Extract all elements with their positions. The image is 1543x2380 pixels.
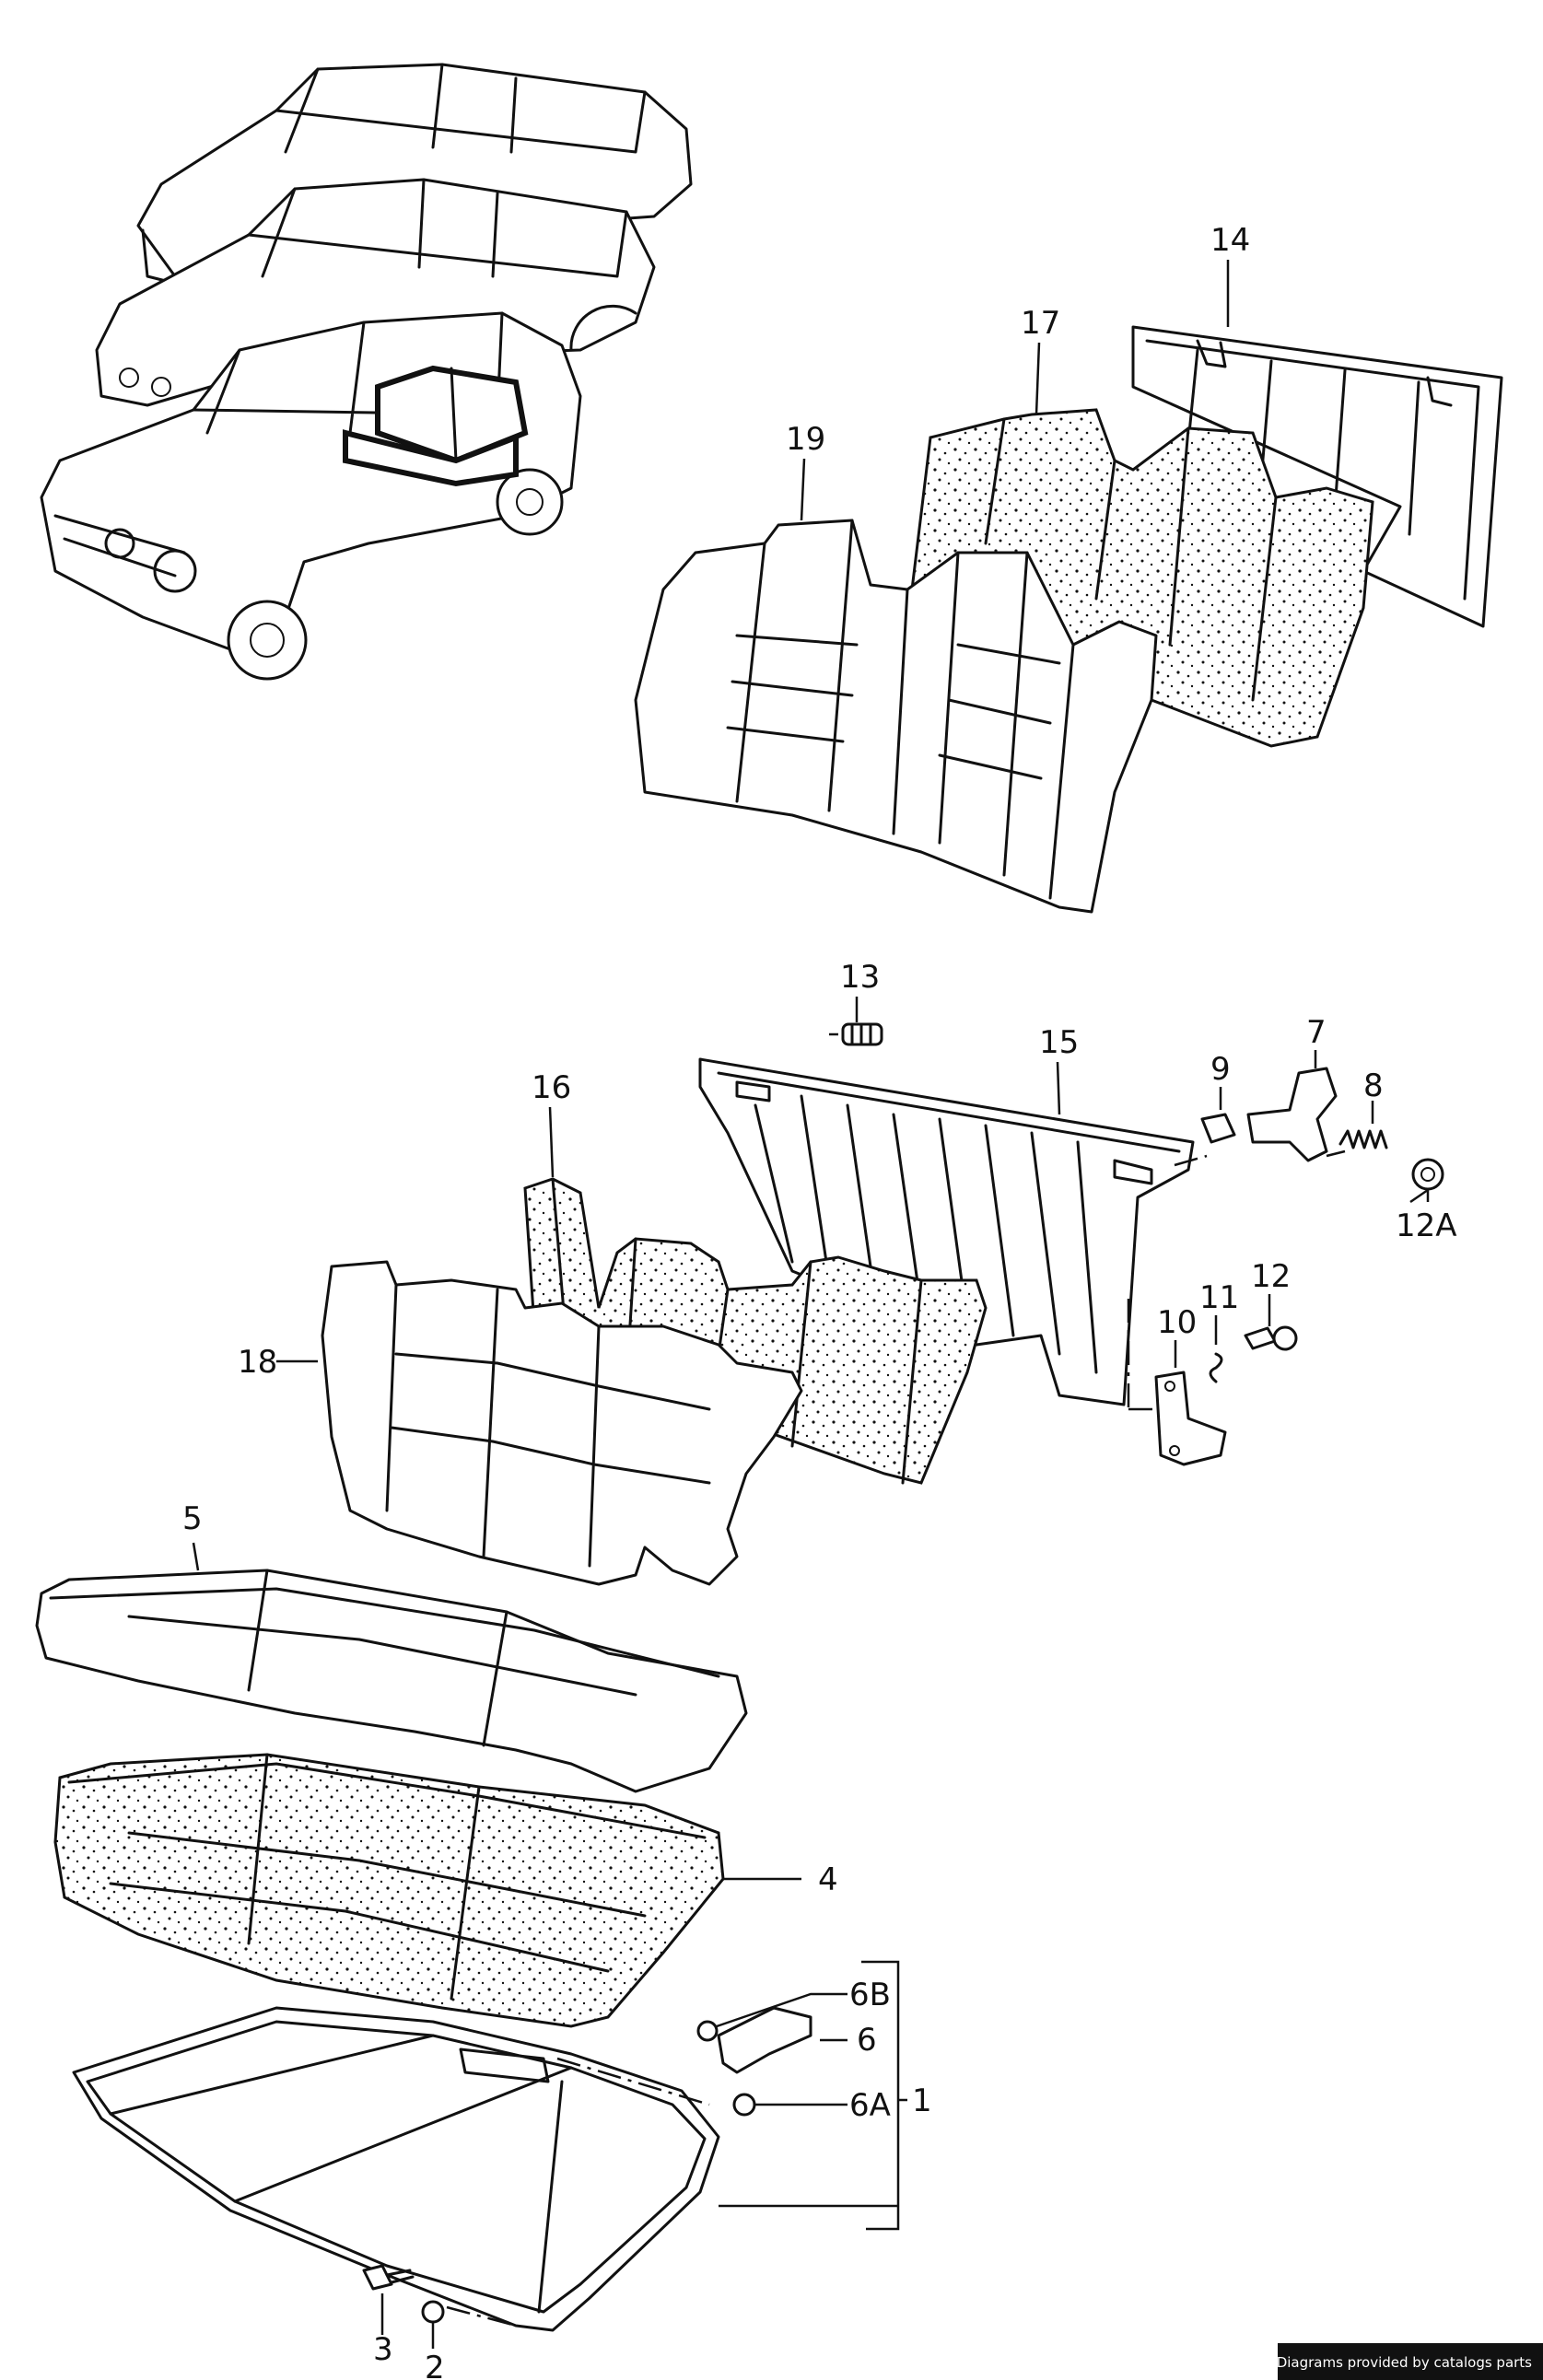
part-9-bush (1200, 1087, 1236, 1144)
part-18-back-cover (276, 1260, 803, 1586)
part-6-strap (717, 2006, 847, 2074)
assembly-bracket-1 (719, 1960, 907, 2231)
part-12-screw (1244, 1294, 1298, 1351)
callout-9: 9 (1210, 1051, 1231, 1088)
callout-4: 4 (818, 1861, 838, 1898)
part-7-release-lever (1246, 1050, 1338, 1162)
credit-banner: Diagrams provided by catalogs parts (1276, 2343, 1543, 2380)
callout-12: 12 (1251, 1258, 1291, 1295)
callout-12A: 12A (1396, 1208, 1457, 1244)
callout-6A: 6A (849, 2087, 891, 2124)
callout-7: 7 (1306, 1014, 1327, 1051)
highlighted-rear-seat (343, 365, 529, 487)
callout-10: 10 (1157, 1304, 1197, 1341)
callout-3: 3 (373, 2331, 393, 2368)
part-6B-button (696, 1992, 847, 2042)
part-15-backrest-frame (698, 1057, 1195, 1406)
car-hatchback-front (40, 311, 582, 681)
vehicle-illustrations (40, 63, 693, 681)
part-17-backrest-padding (910, 408, 1374, 748)
part-1-seat-frame (72, 2006, 720, 2332)
callout-6B: 6B (849, 1977, 891, 2013)
callout-16: 16 (532, 1069, 571, 1106)
part-19-backrest-cover (634, 519, 1158, 914)
part-2-washer (421, 2300, 517, 2349)
part-13-buffer (829, 1022, 883, 1046)
callout-2: 2 (425, 2350, 445, 2380)
callout-17: 17 (1021, 305, 1060, 342)
part-4-seat-foam (53, 1753, 801, 2028)
callout-labels: 1 2 3 4 5 6 6A 6B 7 8 9 10 11 12 12A 13 … (182, 222, 1457, 2380)
callout-11: 11 (1199, 1279, 1239, 1316)
part-8-spring (1338, 1101, 1388, 1149)
part-12A-cap (1411, 1158, 1444, 1202)
callout-1: 1 (912, 2082, 932, 2119)
credit-text: Diagrams provided by catalogs parts (1276, 2354, 1532, 2371)
callout-14: 14 (1210, 222, 1250, 259)
callout-13: 13 (840, 959, 880, 996)
part-6A-nut (732, 2093, 847, 2117)
part-10-hinge-bracket (1154, 1340, 1227, 1466)
callout-19: 19 (786, 421, 825, 458)
callout-5: 5 (182, 1500, 203, 1537)
part-11-clip (1209, 1315, 1223, 1383)
callout-18: 18 (238, 1344, 277, 1381)
callout-8: 8 (1363, 1068, 1384, 1104)
part-3-bolt (362, 2264, 415, 2335)
callout-15: 15 (1039, 1024, 1079, 1061)
callout-6: 6 (857, 2022, 877, 2059)
leader-lines (548, 260, 1429, 1204)
part-5-seat-cover (35, 1542, 748, 1793)
